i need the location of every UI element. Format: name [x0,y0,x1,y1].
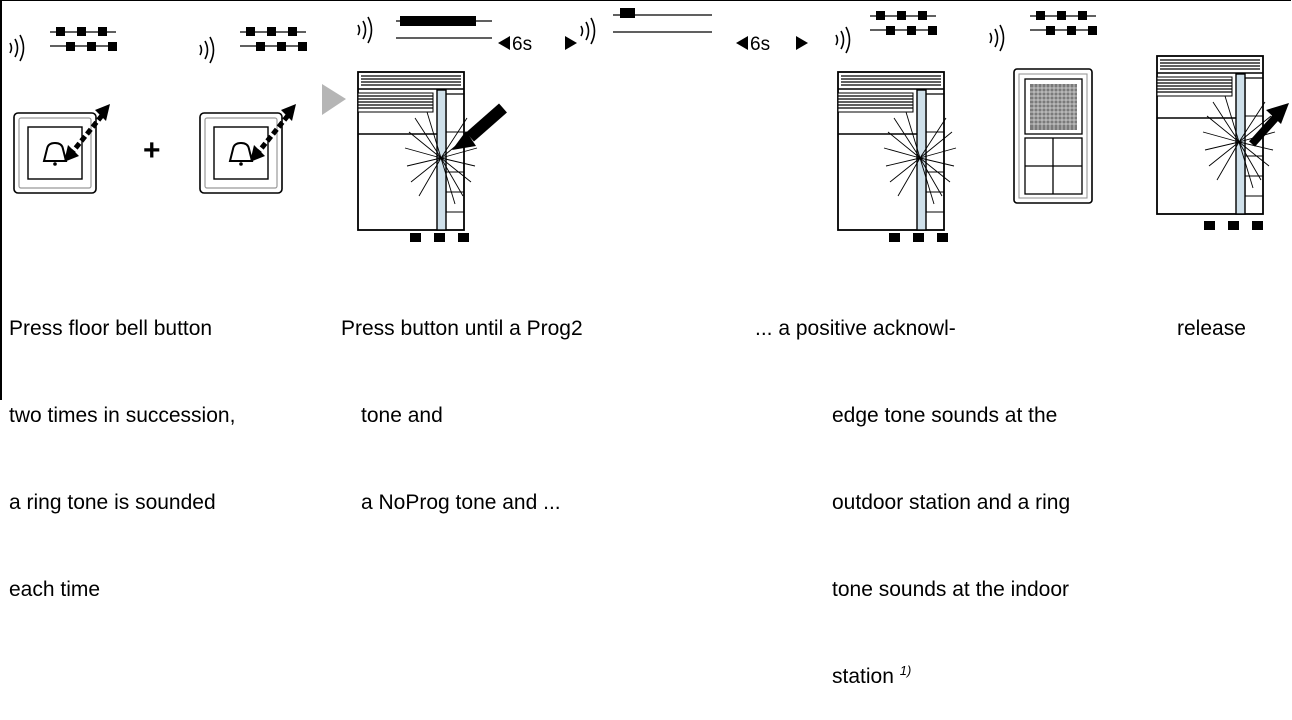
bell-button-icon [199,112,283,194]
step1-caption: Press floor bell button two times in suc… [9,317,236,601]
sound-wave-icon [580,17,596,45]
double-arrow-icon [250,104,296,162]
sound-wave-icon [199,36,215,64]
doorbell-signal-icon [49,26,118,52]
step2-caption: Press button until a Prog2 tone and a No… [341,317,583,514]
wait-6s-indicator: 6s [498,34,577,55]
svg-text:6s: 6s [750,34,770,55]
noprog-tone-icon [613,8,712,33]
led-dots-icon [889,233,948,242]
led-dots-icon [1204,221,1263,230]
led-dots-icon [410,233,469,242]
diagram-frame [0,0,1291,400]
step3-caption: ... a positive acknowl- edge tone sounds… [755,317,1071,688]
outdoor-station-icon [1013,68,1093,204]
sound-wave-icon [9,34,25,62]
sound-wave-icon [357,16,373,44]
station-text: station [832,665,894,688]
wait-6s-indicator: 6s [736,34,808,55]
doorbell-signal-icon [869,10,938,36]
prog2-tone-icon [396,16,492,39]
svg-text:6s: 6s [512,34,532,55]
footnote-marker: 1) [899,663,912,678]
press-arrow-icon [452,103,507,150]
plus-sign: + [143,134,161,167]
step4-caption: release [1177,317,1246,340]
release-arrow-icon [1249,103,1289,147]
sound-wave-icon [989,24,1005,52]
sound-wave-icon [835,26,851,54]
programming-diagram: + 6s 6s [9,8,1289,242]
step-arrow-icon [322,84,346,115]
indoor-station-icon [357,71,465,231]
double-arrow-icon [64,104,110,162]
bell-button-icon [13,112,97,194]
doorbell-signal-icon [239,26,308,52]
doorbell-signal-icon [1029,10,1098,36]
